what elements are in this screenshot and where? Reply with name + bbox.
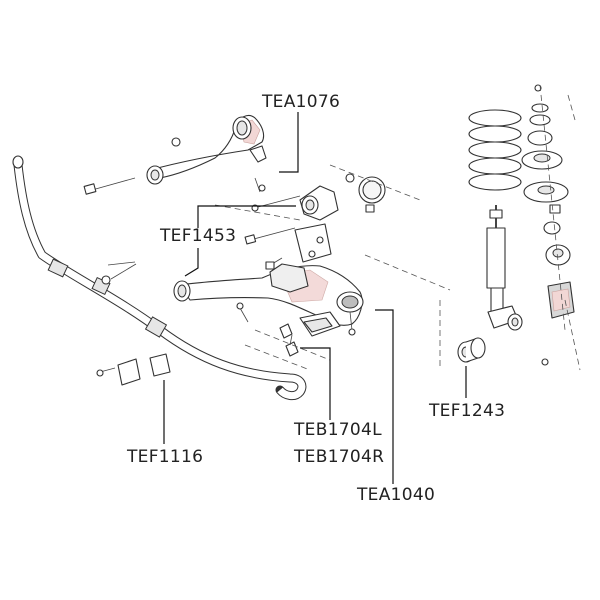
label-teb1704: TEB1704L TEB1704R: [293, 347, 384, 467]
label-tef1116: TEF1116: [126, 380, 203, 467]
assembly-guide-lines: [214, 164, 451, 371]
shock-absorber: [486, 205, 523, 331]
part-number-tef1453: TEF1453: [159, 226, 236, 246]
lower-control-arm: [173, 263, 364, 337]
part-number-teb1704l: TEB1704L: [293, 420, 382, 440]
frame-bracket: [236, 173, 386, 357]
part-number-teb1704r: TEB1704R: [293, 447, 384, 467]
part-number-tea1040: TEA1040: [356, 485, 435, 505]
stabilizer-bar: [12, 155, 307, 401]
label-tef1243: TEF1243: [428, 366, 505, 421]
part-number-tea1076: TEA1076: [261, 92, 340, 112]
label-tea1040: TEA1040: [356, 309, 435, 505]
label-tef1453: TEF1453: [159, 205, 296, 277]
strut-assembly: [457, 84, 581, 371]
coil-spring: [468, 109, 522, 191]
top-mount-stack: [521, 84, 576, 331]
strut-bushing: [457, 337, 486, 363]
label-tea1076: TEA1076: [261, 92, 340, 173]
part-number-tef1243: TEF1243: [428, 401, 505, 421]
part-number-tef1116: TEF1116: [126, 447, 203, 467]
upper-control-arm: [83, 115, 267, 195]
